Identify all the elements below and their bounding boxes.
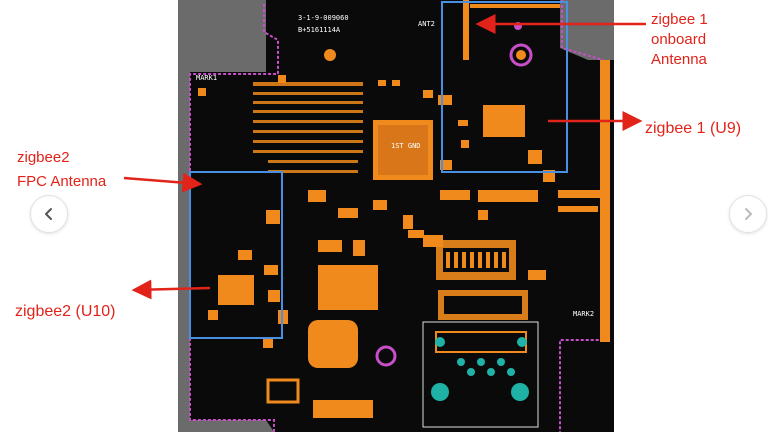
chevron-left-icon [45,208,52,220]
zigbee2-chip-label: zigbee2 (U10) [15,303,116,320]
chip-silk: 1ST GND [391,142,421,150]
pcb-mark-right: MARK2 [573,310,594,318]
chevron-right-icon [745,208,752,220]
zigbee2-fpc-line2: FPC Antenna [17,173,107,190]
zigbee1-highlight-box [441,1,568,173]
arrow-zigbee2-chip [131,279,211,300]
zigbee2-fpc-label: zigbee2 FPC Antenna [17,146,106,194]
zigbee1-chip-u9 [483,105,525,137]
pcb-ant-label: ANT2 [418,20,435,28]
zigbee2-highlight-box [189,171,283,339]
next-image-button[interactable] [729,195,767,233]
pcb-illustration: 1ST GND [189,0,614,432]
zigbee1-antenna-line3: Antenna [651,51,707,68]
zigbee1-chip-label: zigbee 1 (U9) [645,120,742,137]
pcb-mark-left: MARK1 [196,74,217,82]
previous-image-button[interactable] [30,195,68,233]
pcb-image: 1ST GND [178,0,614,432]
pcb-silk-line2: B+5161114A [298,26,341,34]
zigbee2-fpc-line1: zigbee2 [17,149,70,166]
zigbee1-antenna-line2: onboard [651,31,707,48]
zigbee2-chip-u10 [218,275,254,305]
zigbee1-antenna-label: zigbee 1 onboard Antenna [651,10,708,70]
pcb-silk-line1: 3-1-9-009060 [298,14,349,22]
arrow-zigbee2-fpc [123,172,203,193]
zigbee1-antenna-line1: zigbee 1 [651,11,708,28]
